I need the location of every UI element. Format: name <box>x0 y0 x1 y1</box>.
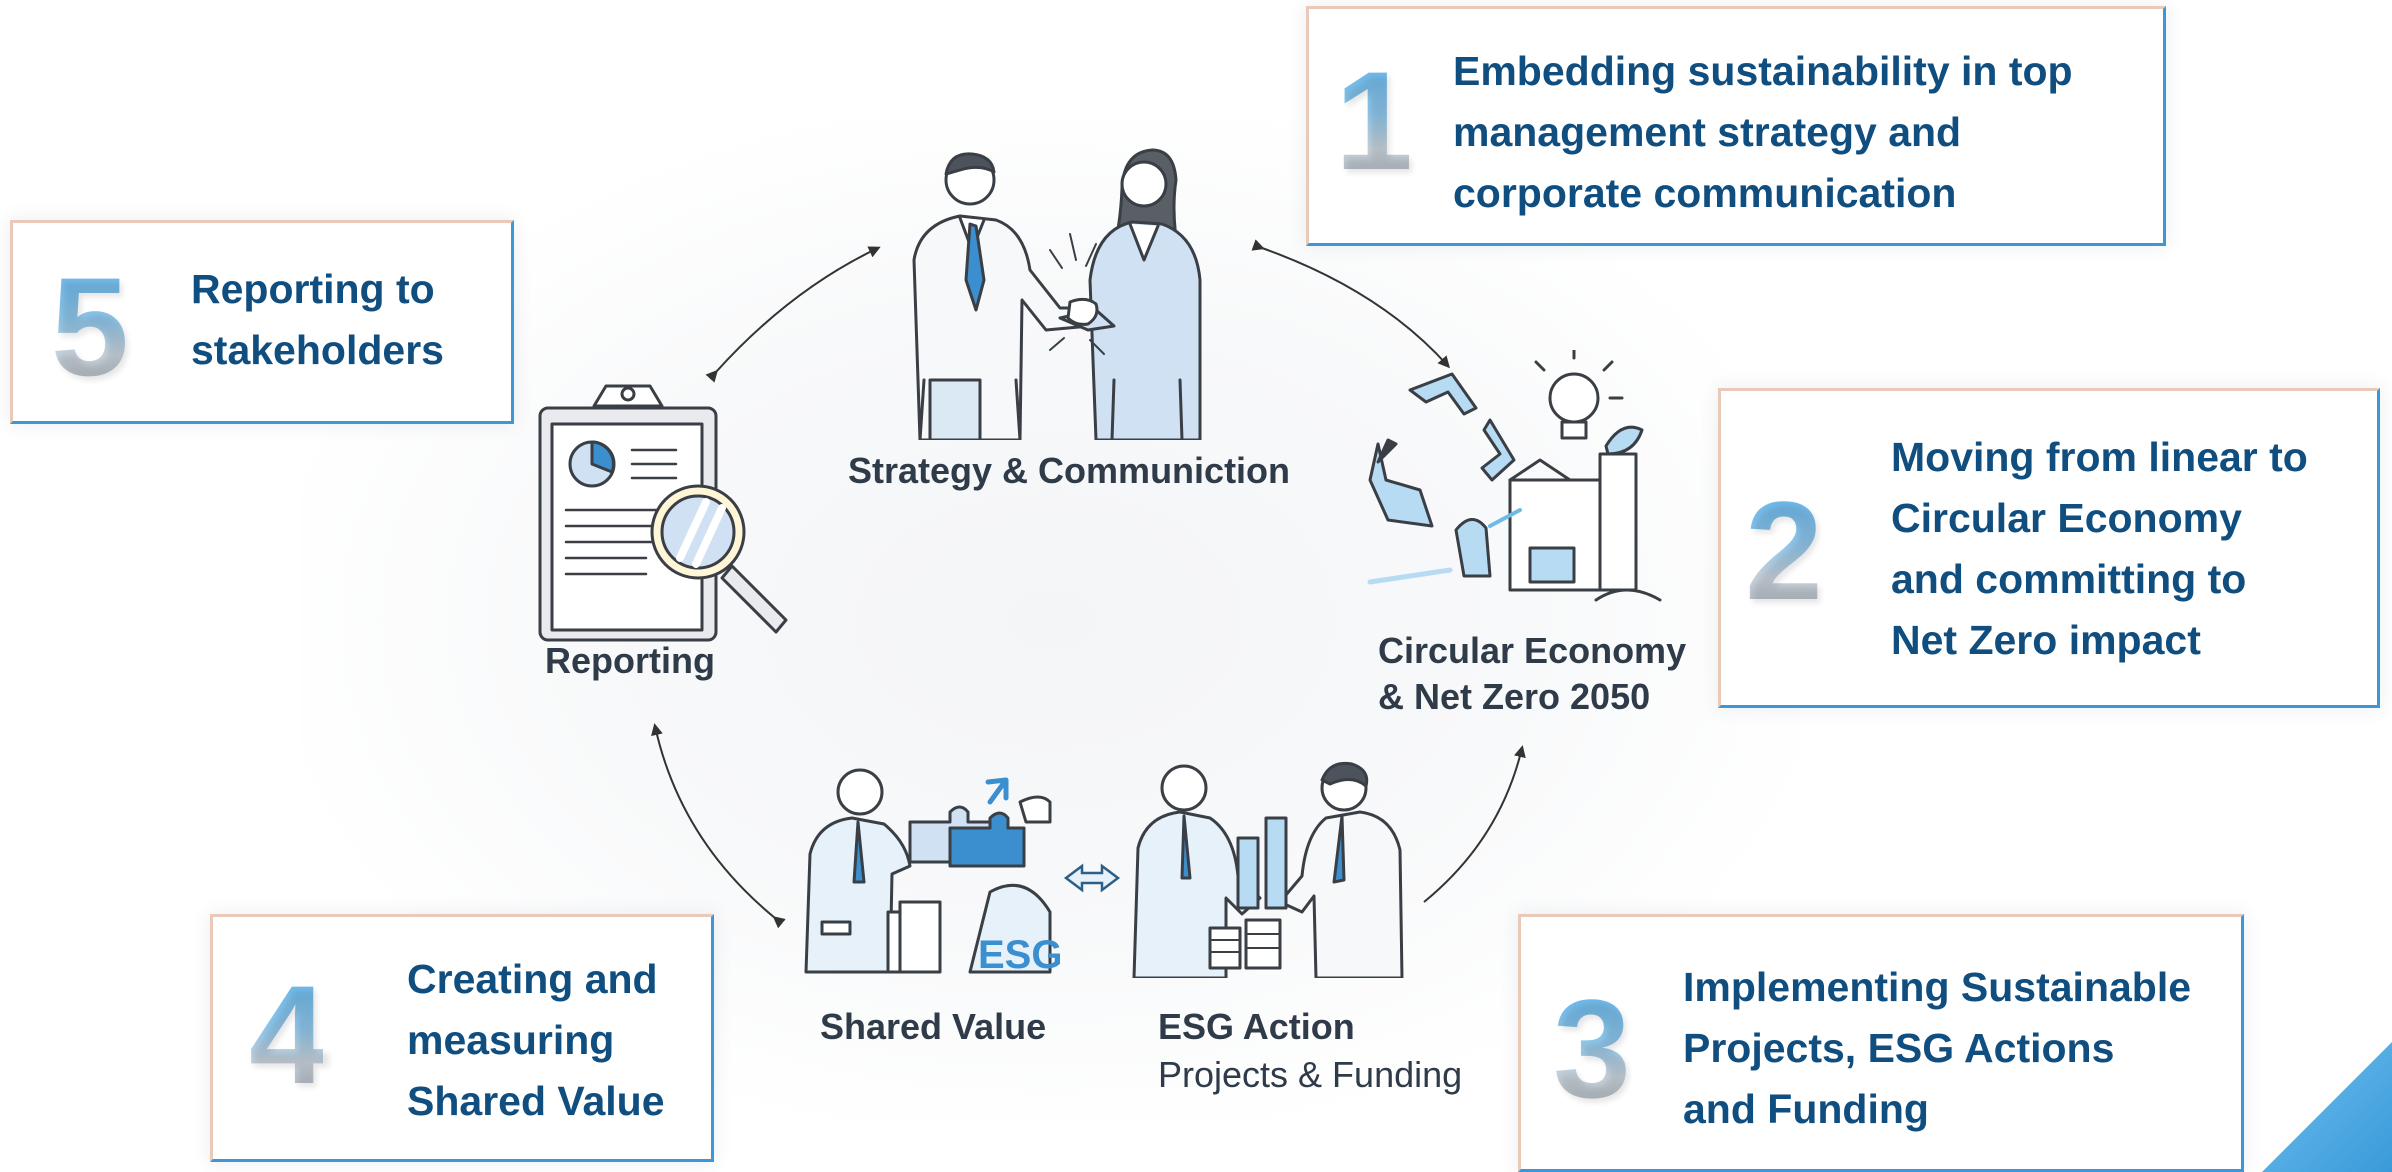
recycle-icon <box>1367 350 1662 602</box>
step-box-5: 5 Reporting to stakeholders <box>10 220 514 424</box>
esg-action-sublabel: Projects & Funding <box>1158 1054 1463 1095</box>
step-text-1: Embedding sustainability in top manageme… <box>1453 48 2073 216</box>
step-text-2: Moving from linear to Circular Economy a… <box>1891 434 2308 663</box>
step-text-5: Reporting to stakeholders <box>191 266 444 373</box>
step-text-4: Creating and measuring Shared Value <box>407 956 665 1124</box>
puzzle-icon: ESG <box>804 768 1062 977</box>
step-box-4: 4 Creating and measuring Shared Value <box>210 914 714 1162</box>
step-text-3: Implementing Sustainable Projects, ESG A… <box>1683 964 2192 1132</box>
step-number-2: 2 <box>1745 472 1823 629</box>
step-number-3: 3 <box>1553 970 1631 1127</box>
reporting-label: Reporting <box>545 640 715 681</box>
step-number-5: 5 <box>51 248 129 405</box>
team-collaboration-icon <box>1132 761 1404 978</box>
clipboard-magnifier-icon <box>538 384 788 642</box>
handshake-icon <box>912 148 1202 440</box>
step-box-1: 1 Embedding sustainability in top manage… <box>1306 6 2166 246</box>
circular-label-line2: & Net Zero 2050 <box>1378 676 1651 717</box>
step-number-4: 4 <box>249 956 327 1113</box>
step-box-2: 2 Moving from linear to Circular Economy… <box>1718 388 2380 708</box>
esg-action-label: ESG Action <box>1158 1006 1355 1047</box>
double-arrow-icon <box>1063 863 1121 893</box>
circular-label-line1: Circular Economy <box>1378 630 1687 671</box>
arrow-esg-circular <box>1423 745 1526 903</box>
arrow-shared-reporting <box>651 723 786 929</box>
arrow-reporting-strategy <box>705 246 881 383</box>
strategy-label: Strategy & Communiction <box>848 450 1291 491</box>
arrow-strategy-circular <box>1251 239 1451 369</box>
esg-icon-text: ESG <box>978 933 1062 977</box>
shared-value-label: Shared Value <box>820 1006 1047 1047</box>
step-number-1: 1 <box>1335 42 1413 199</box>
step-box-3: 3 Implementing Sustainable Projects, ESG… <box>1518 914 2244 1172</box>
